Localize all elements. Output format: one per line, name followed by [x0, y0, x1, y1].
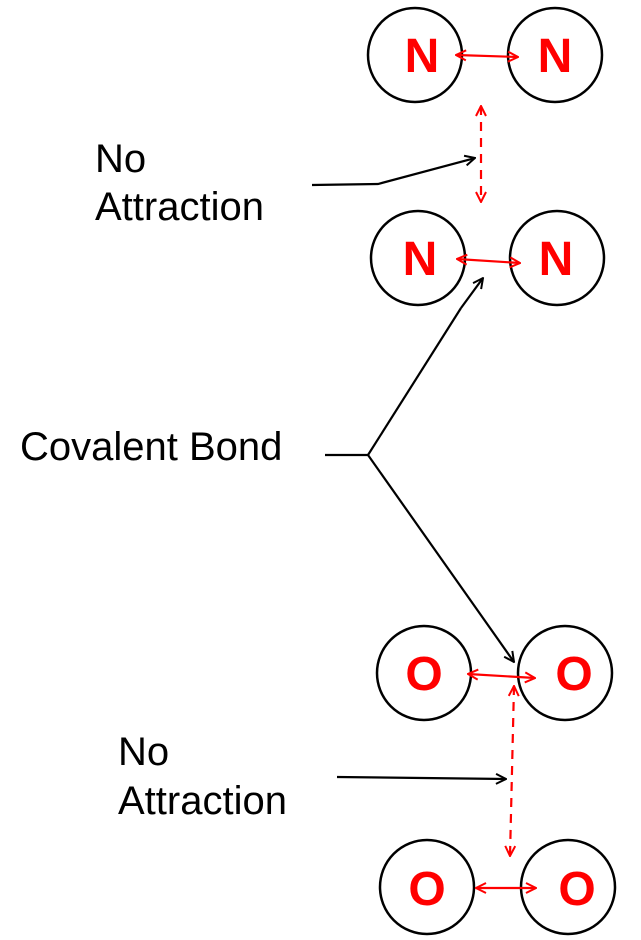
label-line: Attraction	[118, 779, 287, 823]
label-line: No	[118, 730, 169, 774]
pointer-arrow	[367, 454, 514, 662]
label-line: Attraction	[95, 185, 264, 229]
pointer-arrow	[460, 278, 483, 309]
molecule-n2-bottom: N N	[369, 209, 606, 307]
molecule-o2-top: O O	[375, 624, 614, 722]
label-covalent-bond: Covalent Bond	[20, 425, 282, 469]
no-attraction-arrow	[510, 686, 514, 856]
atom-symbol: N	[403, 233, 438, 286]
bond-arrow	[456, 55, 518, 57]
label-line: No	[95, 137, 146, 181]
label-no-attraction-bottom: No Attraction	[118, 730, 287, 823]
pointer-arrow	[311, 158, 475, 187]
atom-symbol: O	[558, 863, 595, 916]
atom-symbol: O	[408, 863, 445, 916]
atom-symbol: N	[405, 30, 440, 83]
atom-circle	[378, 838, 476, 936]
molecule-n2-top: N N	[366, 6, 604, 104]
atom-symbol: O	[555, 648, 592, 701]
pointer-arrow	[367, 307, 462, 456]
bond-arrow	[457, 259, 520, 263]
pointer-arrow	[336, 777, 506, 779]
bond-arrow	[468, 674, 535, 678]
molecule-o2-bottom: O O	[378, 838, 617, 936]
atom-symbol: N	[539, 233, 574, 286]
label-no-attraction-top: No Attraction	[95, 137, 264, 229]
atom-symbol: N	[538, 30, 573, 83]
atom-symbol: O	[405, 648, 442, 701]
